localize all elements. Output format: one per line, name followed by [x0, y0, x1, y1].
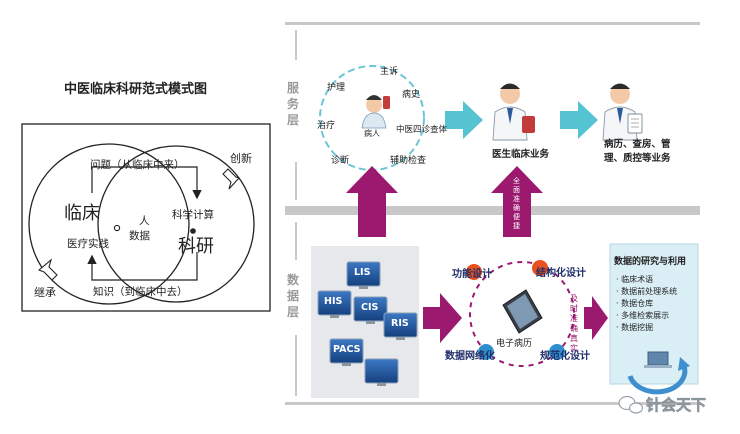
node-aux-exam: 辅助检查 — [390, 156, 427, 166]
layer-bar-bottom — [285, 402, 700, 405]
normalized-design-ball — [549, 344, 565, 360]
monitor-blank — [364, 358, 399, 386]
research-label: 科研 — [178, 236, 214, 257]
emr-ring — [469, 261, 575, 367]
doctor-figure-2 — [602, 83, 643, 141]
clinical-practice-label: 医疗实践 — [67, 238, 109, 250]
layer-bar-middle — [285, 206, 700, 215]
clinical-dot — [113, 224, 121, 232]
doctor-figure — [492, 83, 535, 141]
knowledge-arrow — [87, 252, 198, 281]
up-arrow-right — [491, 166, 543, 237]
question-arrow — [91, 166, 202, 200]
layer-bar-top — [285, 22, 700, 25]
research-circle — [97, 145, 255, 303]
doctor-business-label: 医生临床业务 — [492, 149, 550, 160]
layer-data-label: 数据层 — [287, 273, 300, 319]
network-label: 数据网络化 — [445, 351, 495, 362]
node-patient: 病人 — [364, 129, 380, 138]
service-arrow-2 — [560, 101, 598, 139]
paradigm-title: 中医临床科研范式模式图 — [64, 82, 208, 97]
node-nursing: 护理 — [327, 83, 346, 93]
vertical-note-timely: 及时准确真实 — [570, 294, 578, 353]
system-lis: LIS — [354, 267, 371, 278]
monitor-his — [317, 290, 352, 318]
research-item: · 多维检索展示 — [616, 311, 670, 320]
research-item: · 数据前处理系统 — [616, 287, 678, 296]
inheritance-arrow — [37, 258, 58, 281]
normalized-design-label: 规范化设计 — [540, 351, 590, 362]
records-business-label: 病历、查房、管理、质控等业务 — [604, 139, 671, 164]
network-ball — [478, 344, 494, 360]
service-arrow-1 — [445, 101, 483, 139]
human-label: 人 — [139, 215, 150, 227]
clinical-circle — [28, 143, 190, 305]
research-item: · 数据挖掘 — [616, 323, 654, 332]
feature-design-label: 功能设计 — [452, 269, 492, 280]
research-item: · 临床术语 — [616, 275, 654, 284]
system-pacs: PACS — [333, 344, 361, 355]
laptop-icon — [647, 351, 669, 366]
inheritance-label: 继承 — [34, 286, 56, 299]
monitor-pacs — [329, 338, 364, 366]
clinical-label: 临床 — [64, 203, 100, 224]
innovation-arrow — [222, 168, 240, 190]
wechat-logo — [618, 395, 644, 414]
data-label: 数据 — [129, 230, 150, 242]
up-arrow-left — [346, 166, 398, 237]
research-dot — [190, 228, 196, 234]
system-cis: CIS — [361, 302, 379, 313]
node-diagnosis: 诊断 — [331, 156, 350, 166]
research-list: · 临床术语 · 数据前处理系统 · 数据仓库 · 多维检索展示 · 数据挖掘 — [616, 274, 677, 334]
node-history: 病史 — [402, 90, 421, 100]
emr-label: 电子病历 — [496, 339, 533, 349]
knowledge-label: 知识（到临床中去） — [93, 286, 188, 298]
structured-design-ball — [532, 260, 548, 276]
research-item: · 数据仓库 — [616, 299, 654, 308]
node-tcm-four: 中医四诊查体 — [396, 125, 448, 135]
right-arrow-systems — [423, 293, 462, 343]
right-arrow-research — [584, 296, 608, 340]
node-chief-complaint: 主诉 — [380, 67, 399, 77]
node-treatment: 治疗 — [317, 121, 336, 131]
research-title: 数据的研究与利用 — [614, 257, 687, 267]
monitor-ris — [383, 312, 418, 340]
question-label: 问题（从临床中来） — [90, 159, 185, 171]
system-ris: RIS — [391, 318, 409, 329]
cycle-arrow-icon — [627, 365, 688, 395]
feature-design-ball — [466, 264, 482, 280]
structured-design-label: 结构化设计 — [536, 268, 586, 279]
monitor-cis — [353, 296, 388, 324]
monitor-lis — [346, 261, 381, 289]
layer-service-label: 服务层 — [287, 81, 300, 127]
patient-figure — [361, 95, 390, 129]
emr-device — [502, 289, 543, 334]
system-his: HIS — [324, 296, 343, 307]
scientific-computing-label: 科学计算 — [172, 209, 214, 221]
innovation-label: 创新 — [230, 152, 252, 165]
vertical-note-accurate: 全面准确便捷 — [513, 177, 520, 230]
watermark-text: 针会天下 — [646, 396, 707, 415]
